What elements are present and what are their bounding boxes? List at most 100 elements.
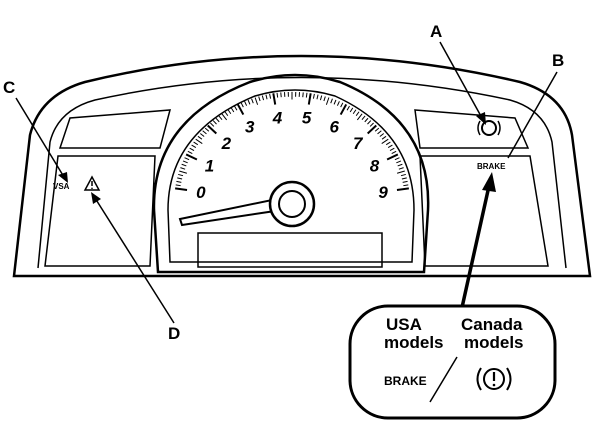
minor-tick [177, 178, 182, 179]
minor-tick [194, 142, 198, 145]
minor-tick [362, 116, 365, 120]
callout-a: A [430, 22, 442, 41]
minor-tick [210, 123, 213, 126]
parking-brake-icon [478, 121, 500, 135]
minor-tick [203, 131, 207, 134]
minor-tick [188, 151, 192, 153]
minor-tick [392, 151, 396, 153]
inset-usa-line1: USA [386, 315, 422, 334]
leader-line-c [16, 98, 64, 177]
tach-scale-digit: 9 [378, 183, 388, 202]
minor-tick [382, 139, 389, 143]
major-tick [175, 188, 187, 190]
major-tick [273, 93, 275, 104]
tach-scale-digit: 3 [245, 117, 255, 136]
minor-tick [179, 171, 187, 173]
tach-scale-digit: 5 [302, 109, 312, 128]
minor-tick [397, 171, 405, 173]
inset-canada-line1: Canada [461, 315, 523, 334]
minor-tick [396, 161, 401, 163]
minor-tick [266, 95, 267, 100]
minor-tick [219, 116, 222, 120]
minor-tick [386, 142, 390, 145]
minor-tick [248, 100, 250, 104]
minor-tick [403, 181, 408, 182]
tach-scale-digit: 1 [205, 156, 214, 175]
leader-line-d [95, 198, 174, 323]
needle-hub-inner [279, 191, 305, 217]
inset-usa-line2: models [384, 333, 444, 352]
minor-tick [183, 161, 188, 163]
minor-tick [357, 114, 362, 120]
minor-tick [306, 93, 307, 98]
minor-tick [401, 174, 406, 175]
major-tick [368, 126, 377, 134]
minor-tick [317, 95, 318, 100]
tach-scale-digit: 6 [330, 117, 340, 136]
minor-tick [222, 114, 227, 120]
warning-triangle-icon [85, 177, 99, 190]
inset-pointer-arrow [461, 186, 489, 312]
minor-tick [367, 121, 370, 125]
minor-tick [180, 168, 185, 170]
minor-tick [390, 148, 394, 150]
minor-tick [185, 158, 190, 160]
minor-tick [380, 133, 384, 136]
minor-tick [337, 101, 339, 105]
minor-tick [200, 133, 204, 136]
leader-arrow-a [476, 112, 486, 125]
minor-tick [388, 145, 392, 147]
left-upper-panel [60, 110, 170, 148]
inset-pointer-arrowhead [482, 172, 496, 192]
minor-tick [205, 128, 209, 131]
leader-line-a [440, 42, 482, 118]
minor-tick [370, 123, 373, 126]
minor-tick [395, 158, 400, 160]
minor-tick [270, 94, 271, 99]
inset-brake-text: BRAKE [384, 374, 427, 388]
tachometer-needle [180, 200, 275, 225]
leader-line-b [508, 72, 557, 158]
minor-tick [402, 178, 407, 179]
minor-tick [182, 164, 187, 166]
minor-tick [341, 103, 343, 107]
housing-inner-rim [38, 78, 566, 269]
minor-tick [350, 108, 353, 112]
minor-tick [235, 106, 237, 110]
minor-tick [353, 110, 356, 114]
major-tick [309, 93, 311, 104]
minor-tick [241, 103, 243, 107]
right-upper-panel [415, 110, 528, 148]
minor-tick [228, 110, 231, 114]
brake-indicator-label: BRAKE [477, 162, 506, 171]
inset-canada-line2: models [464, 333, 524, 352]
minor-tick [252, 99, 254, 103]
minor-tick [313, 94, 314, 99]
minor-tick [277, 93, 278, 98]
minor-tick [331, 99, 333, 103]
minor-tick [398, 164, 403, 166]
minor-tick [334, 100, 336, 104]
callout-d: D [168, 324, 180, 343]
minor-tick [262, 96, 263, 101]
callout-c: C [3, 78, 15, 97]
minor-tick [378, 131, 382, 134]
minor-tick [213, 121, 216, 125]
minor-tick [196, 139, 203, 143]
tachometer-outer-ring [154, 75, 428, 272]
minor-tick [231, 108, 234, 112]
minor-tick [347, 106, 349, 110]
minor-tick [176, 185, 181, 186]
tach-scale-digit: 0 [196, 183, 206, 202]
major-tick [208, 126, 217, 134]
minor-tick [176, 181, 181, 182]
callout-b: B [552, 51, 564, 70]
tach-scale-digit: 2 [221, 134, 232, 153]
tach-scale-digit: 8 [370, 156, 380, 175]
minor-tick [245, 101, 247, 105]
minor-tick [216, 118, 219, 122]
minor-tick [382, 136, 386, 139]
minor-tick [356, 112, 359, 116]
